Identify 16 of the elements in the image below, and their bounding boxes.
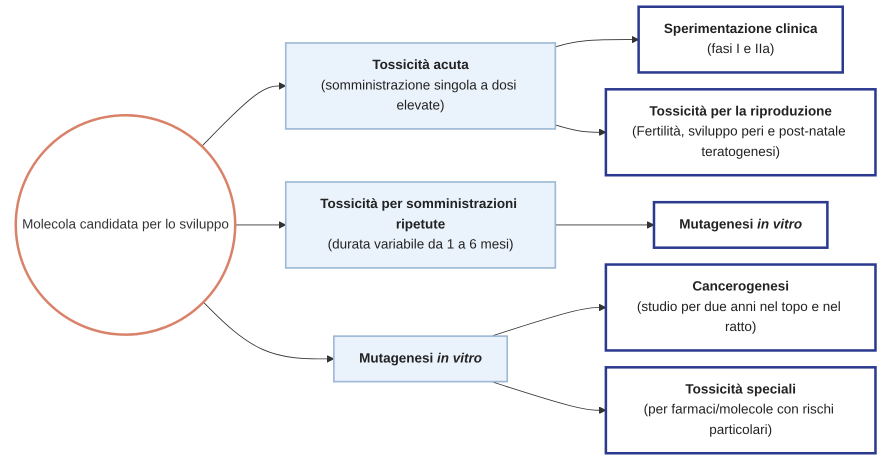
node-box: Mutagenesi in vitro — [652, 200, 829, 249]
node-box: Tossicità acuta (somministrazione singola a dosi elevate) — [284, 42, 556, 130]
node-circle: Molecola candidata per lo sviluppo — [14, 114, 236, 336]
arrow — [202, 302, 334, 363]
arrow — [234, 221, 286, 229]
node-box: Mutagenesi in vitro — [332, 335, 508, 382]
arrow — [554, 124, 606, 136]
node-box: Tossicità per somministrazioni ripetute (durata variabile da 1 a 6 mesi) — [284, 181, 556, 269]
arrow — [201, 82, 286, 147]
arrow — [554, 221, 654, 229]
node-box: Tossicità per la riproduzione (Fertilità, sviluppo peri e post-natale teratogenesi) — [604, 88, 877, 176]
node-box: Tossicità speciali (per farmaci/molecole con rischi particolari) — [604, 366, 877, 454]
arrow — [490, 304, 606, 337]
arrow — [554, 36, 639, 48]
node-box: Sperimentazione clinica (fasi I e IIa) — [637, 5, 844, 74]
node-box: Cancerogenesi (studio per due anni nel topo e nel ratto) — [604, 263, 877, 352]
